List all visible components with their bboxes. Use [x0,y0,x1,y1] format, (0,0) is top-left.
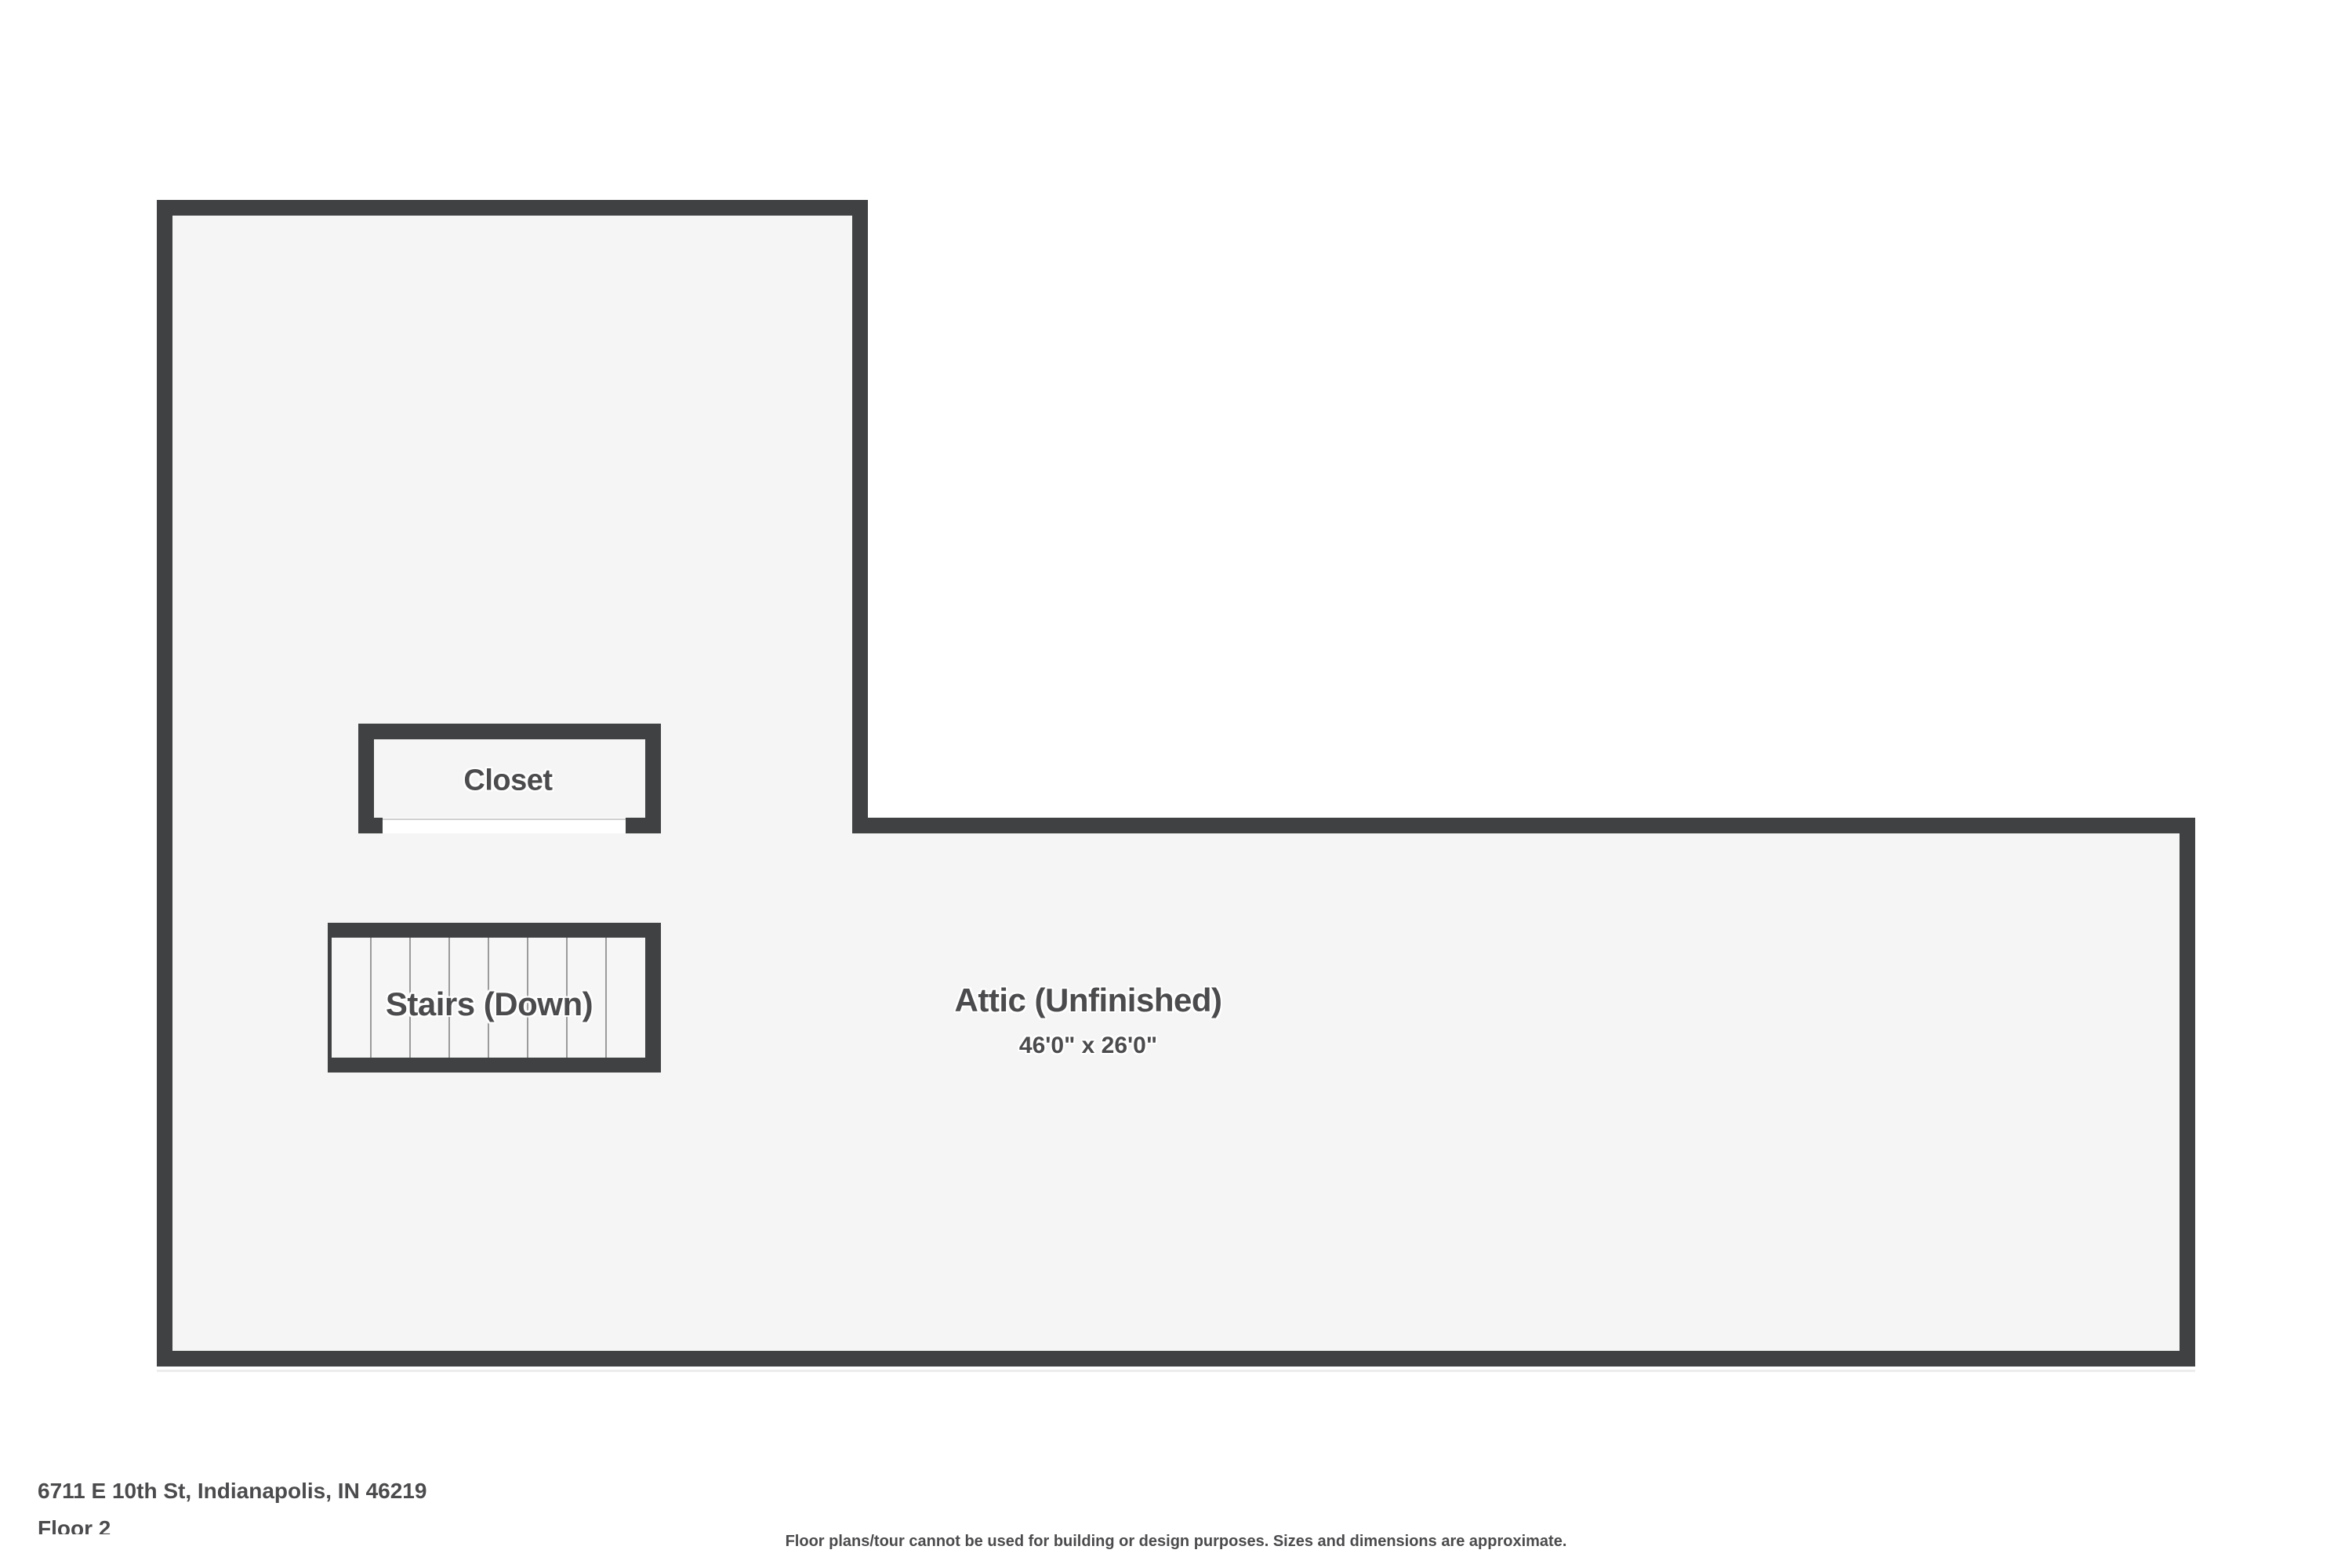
wall-shadow-line [157,1370,2195,1372]
closet-floor [374,739,645,818]
attic-room-dimensions: 46'0" x 26'0" [1018,1033,1158,1058]
attic-room-name: Attic (Unfinished) [954,982,1222,1018]
closet-label: Closet [463,764,553,797]
attic-label: Attic (Unfinished) 46'0" x 26'0" [955,980,1222,1060]
address-text: 6711 E 10th St, Indianapolis, IN 46219 [38,1479,427,1503]
floor-number-label: Floor 2 [38,1519,111,1534]
closet-door-opening [383,818,626,833]
stairs-label: Stairs (Down) [385,985,593,1022]
stair-treads [370,938,607,1058]
floor-number-text: Floor 2 [38,1519,111,1534]
attic-floor-area [157,200,2195,1367]
disclaimer-text: Floor plans/tour cannot be used for buil… [785,1533,1567,1550]
